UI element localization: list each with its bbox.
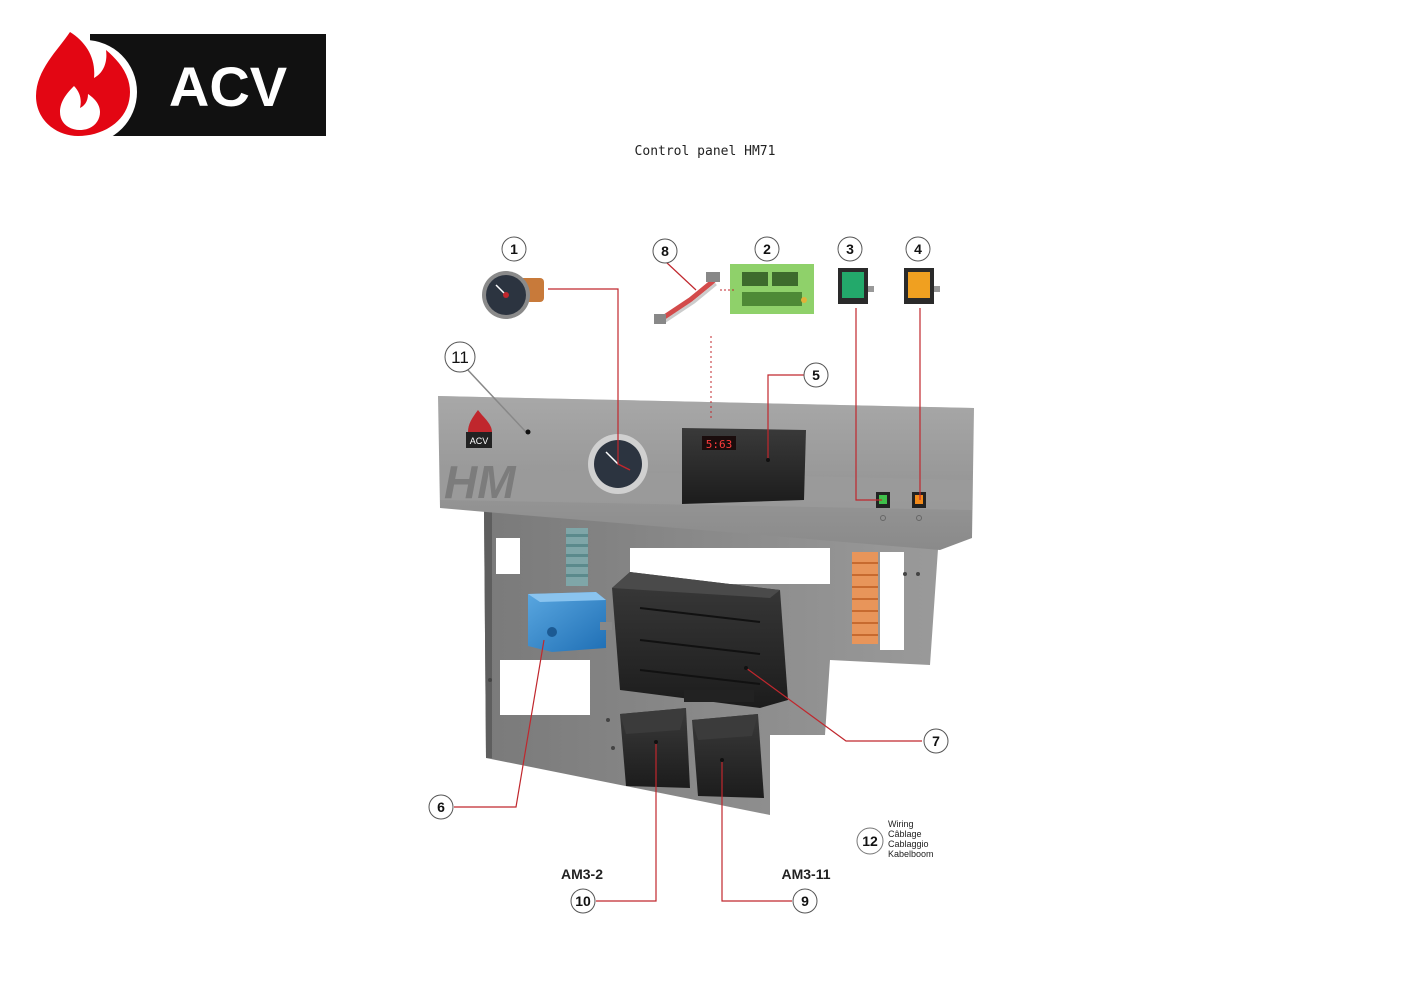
display-housing bbox=[682, 428, 806, 504]
acv-logo: ACV bbox=[33, 32, 326, 140]
callout-2: 2 bbox=[754, 236, 780, 262]
leader-3 bbox=[855, 308, 882, 501]
flame-inner-icon bbox=[60, 86, 100, 130]
part-green-switch bbox=[838, 268, 874, 304]
panel-brand-letters: HM bbox=[444, 456, 517, 508]
callout-5: 5 bbox=[803, 362, 829, 388]
leader-1 bbox=[548, 288, 619, 464]
panel-acv-badge: ACV bbox=[466, 410, 492, 448]
callout-1: 1 bbox=[501, 236, 527, 262]
callout-label-9: 9 bbox=[801, 893, 809, 909]
callout-label-3: 3 bbox=[846, 241, 854, 257]
part-thermometer bbox=[482, 271, 544, 319]
part-ribbon-cable bbox=[654, 272, 720, 324]
callout-label-5: 5 bbox=[812, 367, 820, 383]
callout-label-1: 1 bbox=[510, 241, 518, 257]
part-display-board bbox=[730, 264, 814, 314]
callout-label-8: 8 bbox=[661, 243, 669, 259]
cutout bbox=[496, 538, 520, 574]
callout-8: 8 bbox=[652, 238, 678, 264]
callout-label-11: 11 bbox=[451, 348, 469, 367]
terminal-strip-left-segments bbox=[566, 534, 588, 577]
control-unit-vents bbox=[639, 607, 761, 685]
control-unit-housing bbox=[612, 572, 788, 708]
leader-7 bbox=[745, 667, 922, 742]
board-label-am3-2: AM3-2 bbox=[561, 866, 603, 882]
transformer bbox=[528, 592, 606, 652]
display-window bbox=[702, 436, 736, 450]
display-readout: 5:63 bbox=[706, 438, 733, 451]
callout-6: 6 bbox=[428, 794, 454, 820]
panel-logo-text: ACV bbox=[470, 436, 489, 446]
callout-7: 7 bbox=[923, 728, 949, 754]
callout-4: 4 bbox=[905, 236, 931, 262]
callout-label-2: 2 bbox=[763, 241, 771, 257]
leader-6 bbox=[454, 639, 545, 808]
wiring-label-en: Wiring bbox=[888, 819, 914, 829]
terminal-strip-right-segments bbox=[852, 562, 878, 636]
cutout bbox=[500, 660, 590, 715]
wiring-label-nl: Kabelboom bbox=[888, 849, 934, 859]
callout-label-4: 4 bbox=[914, 241, 922, 257]
wiring-label-fr: Câblage bbox=[888, 829, 922, 839]
callout-label-6: 6 bbox=[437, 799, 445, 815]
page-title: Control panel HM71 bbox=[634, 144, 776, 159]
cutout bbox=[880, 552, 904, 650]
leader-10 bbox=[596, 742, 657, 902]
callout-12: 12 bbox=[856, 827, 884, 855]
board-label-am3-11: AM3-11 bbox=[781, 866, 830, 882]
logo-text: ACV bbox=[169, 55, 287, 118]
leader-5 bbox=[767, 374, 804, 460]
back-plate-edge bbox=[484, 510, 492, 758]
callout-9: 9 bbox=[792, 888, 818, 914]
leader-9 bbox=[721, 760, 792, 902]
leader-8 bbox=[665, 261, 697, 291]
part-orange-switch bbox=[904, 268, 940, 304]
flame-icon bbox=[36, 32, 130, 136]
callout-10: 10 bbox=[570, 888, 596, 914]
callout-label-12: 12 bbox=[862, 833, 878, 849]
leader-lines bbox=[454, 261, 922, 902]
wiring-label-it: Cablaggio bbox=[888, 839, 929, 849]
callout-label-10: 10 bbox=[575, 893, 591, 909]
callout-3: 3 bbox=[837, 236, 863, 262]
callout-11: 11 bbox=[444, 341, 476, 373]
leader-11 bbox=[465, 367, 527, 433]
callout-label-7: 7 bbox=[932, 733, 940, 749]
